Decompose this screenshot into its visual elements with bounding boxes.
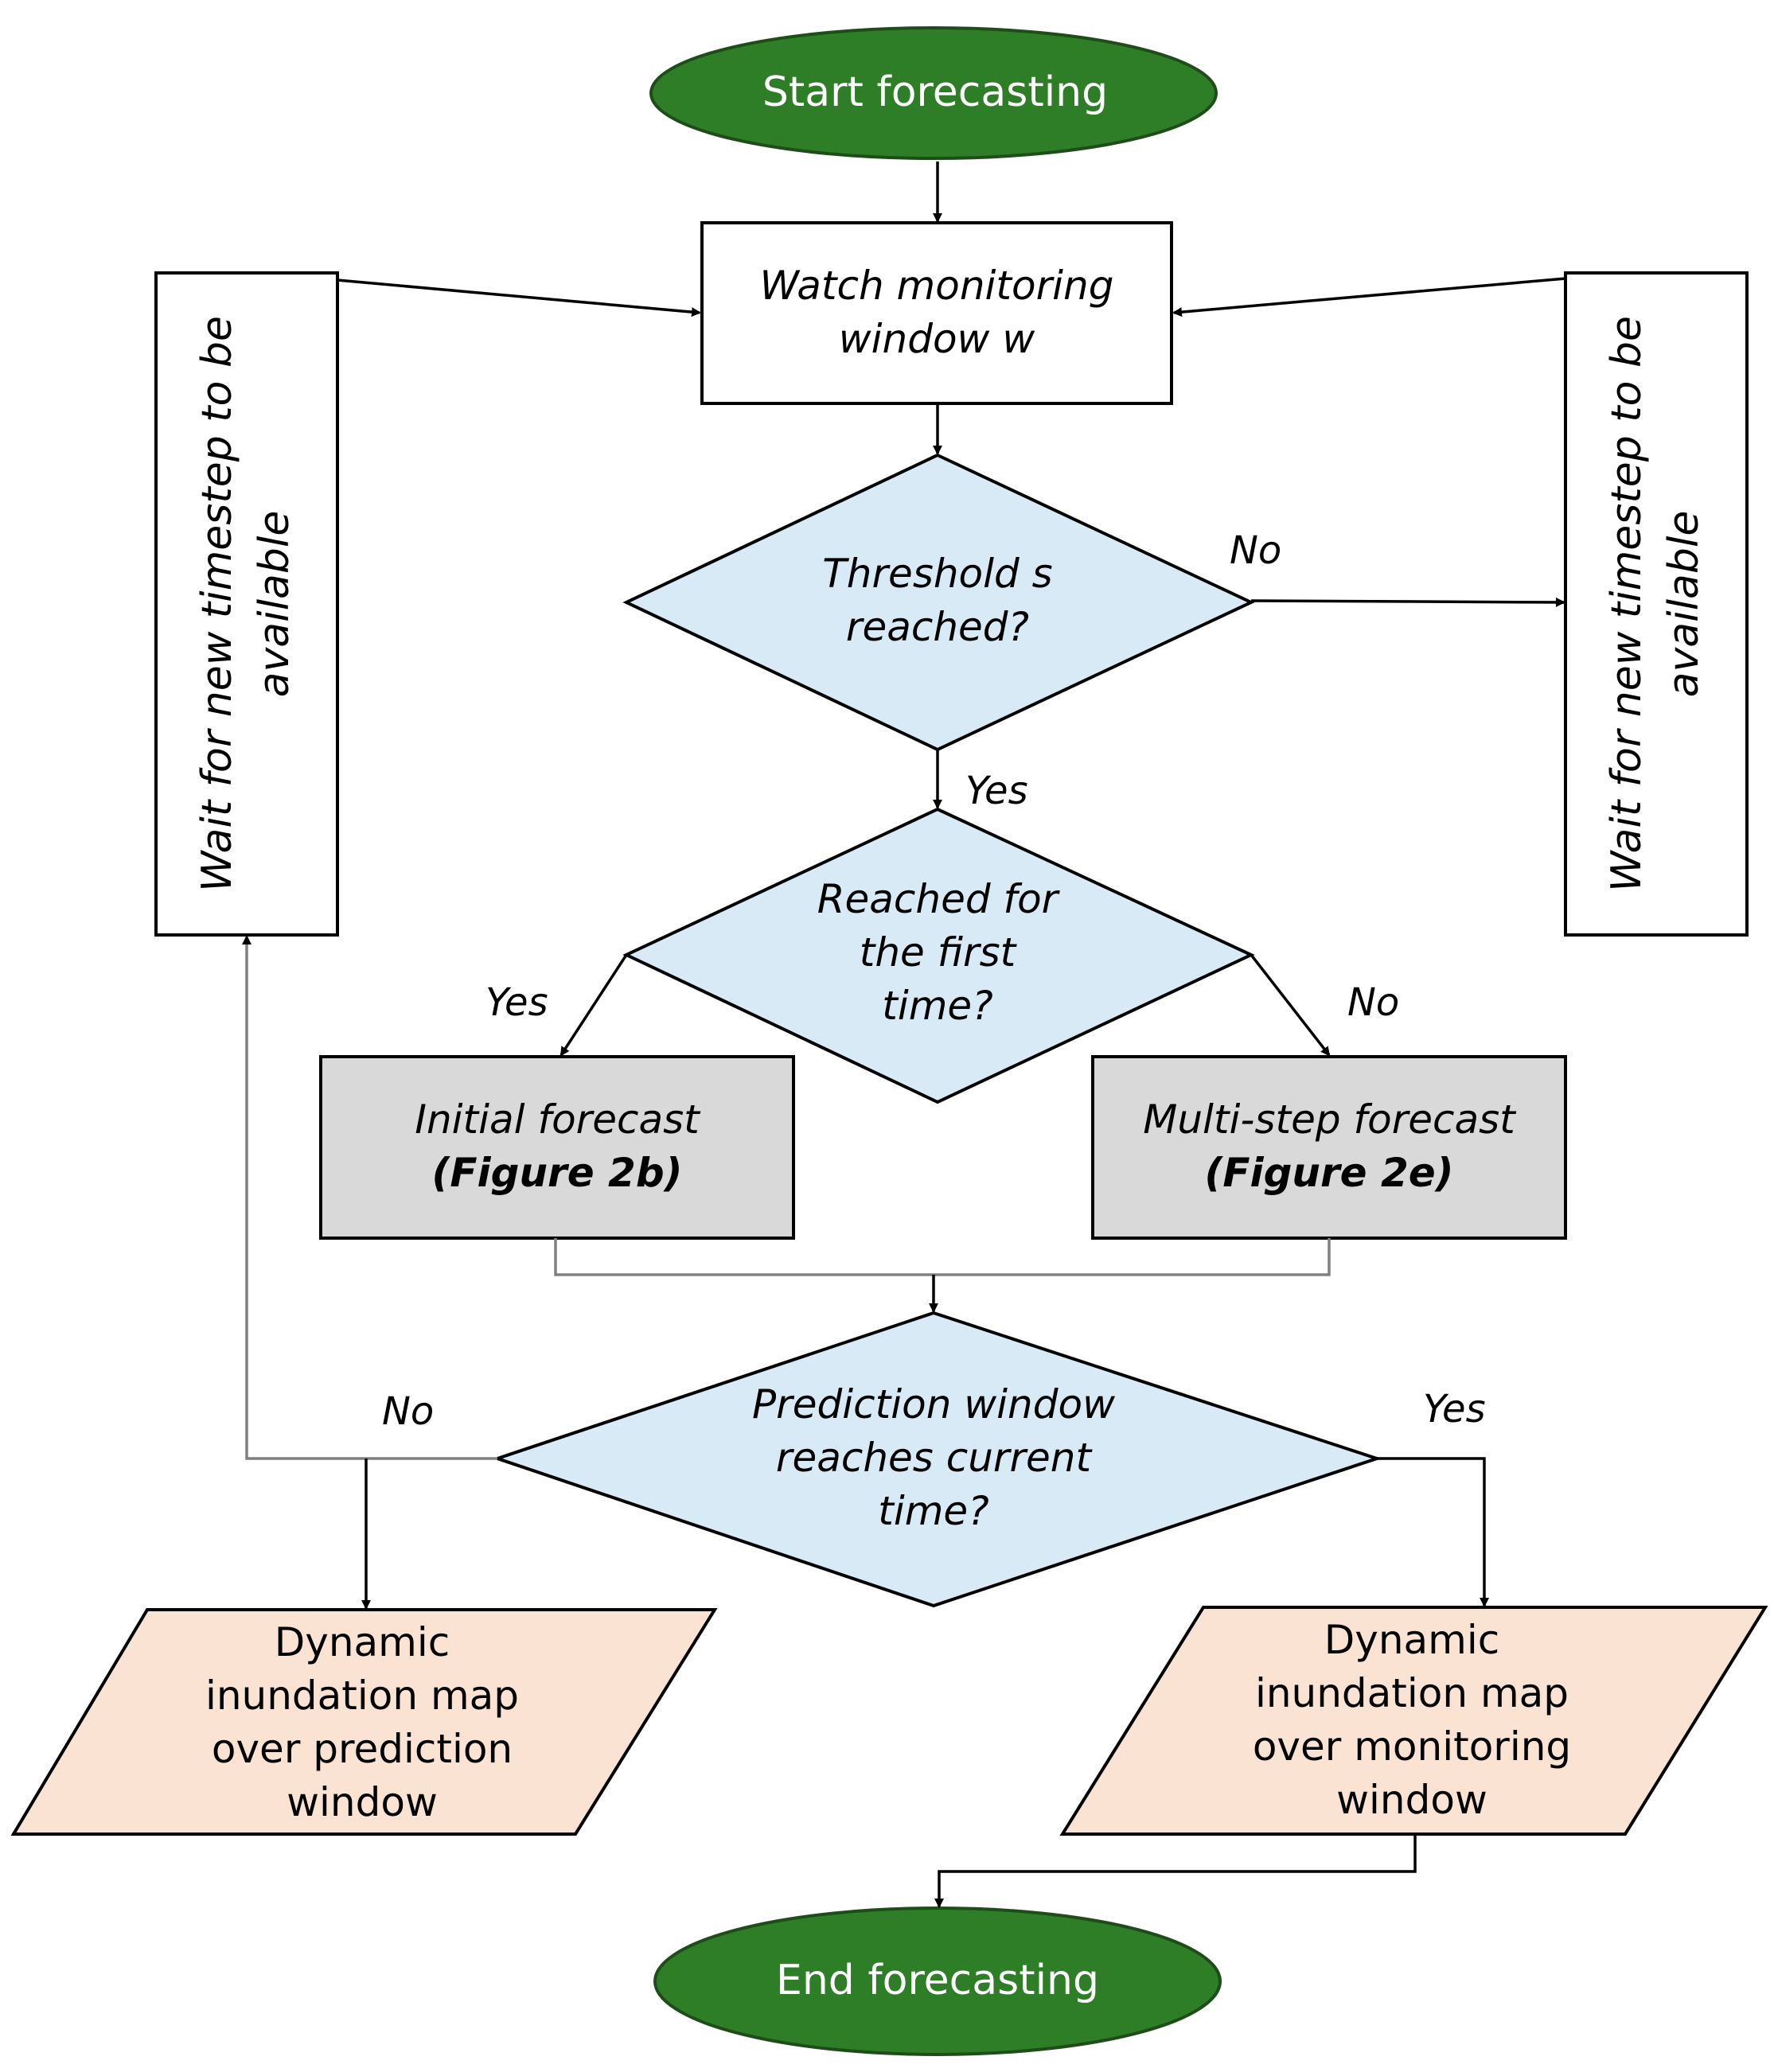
wait-right-label: Wait for new timestep to be available xyxy=(1597,273,1716,935)
edge-first-no-to-multistep xyxy=(1250,953,1331,1057)
edge-label-first-yes: Yes xyxy=(485,980,548,1025)
map-prediction-output-shape xyxy=(10,1608,718,1836)
initial-forecast-label: Initial forecast (Figure 2b) xyxy=(321,1087,793,1206)
edge-label-prediction-yes: Yes xyxy=(1423,1387,1486,1431)
map-prediction-label: Dynamic inundation map over prediction w… xyxy=(123,1603,601,1842)
map-monitoring-line-4: window xyxy=(1336,1777,1487,1823)
start-label: Start forecasting xyxy=(676,61,1194,125)
edge-label-prediction-no: No xyxy=(382,1389,435,1434)
edge-threshold-no-to-wait-right xyxy=(1250,597,1565,607)
first-time-line-2: the first xyxy=(859,929,1016,976)
start-text: Start forecasting xyxy=(762,68,1109,117)
map-prediction-line-2: inundation map xyxy=(205,1673,520,1719)
wait-left-label: Wait for new timestep to be available xyxy=(187,273,306,935)
multistep-line-2: (Figure 2e) xyxy=(1204,1150,1454,1196)
multistep-forecast-box xyxy=(1091,1055,1567,1240)
start-terminal-shape xyxy=(649,26,1218,160)
watch-line-1: Watch monitoring xyxy=(759,263,1114,309)
map-prediction-line-1: Dynamic xyxy=(274,1619,450,1665)
edge-label-first-no: No xyxy=(1347,980,1400,1025)
prediction-line-2: reaches current xyxy=(775,1435,1092,1481)
map-monitoring-label: Dynamic inundation map over monitoring w… xyxy=(1173,1601,1651,1840)
wait-right-line-1: Wait for new timestep to be xyxy=(1603,315,1651,893)
wait-right-box xyxy=(1564,271,1749,937)
wait-right-line-2: available xyxy=(1660,510,1708,698)
first-time-decision-shape xyxy=(622,807,1255,1104)
prediction-decision-shape xyxy=(492,1311,1382,1608)
map-prediction-line-4: window xyxy=(287,1779,438,1825)
edge-label-threshold-no: No xyxy=(1230,528,1282,573)
first-time-line-3: time? xyxy=(882,983,993,1029)
wait-left-box xyxy=(154,271,339,937)
edge-map-monitoring-to-end xyxy=(934,1834,1417,1908)
prediction-line-1: Prediction window xyxy=(752,1381,1115,1427)
edge-forecasts-merge xyxy=(554,1238,1331,1276)
map-monitoring-line-1: Dynamic xyxy=(1324,1617,1500,1663)
map-monitoring-output-shape xyxy=(1059,1606,1768,1836)
prediction-label: Prediction window reaches current time? xyxy=(695,1369,1172,1548)
first-time-label: Reached for the first time? xyxy=(739,863,1137,1042)
map-monitoring-line-3: over monitoring xyxy=(1252,1723,1572,1770)
watch-label: Watch monitoring window w xyxy=(702,253,1172,372)
watch-window-box xyxy=(700,221,1173,405)
end-terminal-shape xyxy=(653,1906,1222,2056)
multistep-forecast-label: Multi-step forecast (Figure 2e) xyxy=(1093,1087,1565,1206)
edge-prediction-no-to-wait-left xyxy=(242,935,497,1460)
map-monitoring-line-2: inundation map xyxy=(1254,1670,1569,1716)
initial-line-2: (Figure 2b) xyxy=(431,1150,683,1196)
threshold-line-1: Threshold s xyxy=(822,551,1053,597)
watch-line-2: window w xyxy=(838,316,1035,362)
edge-first-yes-to-initial xyxy=(559,954,628,1057)
edge-wait-right-to-watch xyxy=(1172,277,1566,317)
edge-wait-left-to-watch xyxy=(337,278,701,317)
initial-forecast-box xyxy=(319,1055,795,1240)
threshold-line-2: reached? xyxy=(845,604,1030,650)
edge-label-threshold-yes: Yes xyxy=(965,769,1028,813)
first-time-line-1: Reached for xyxy=(817,876,1059,922)
wait-left-line-1: Wait for new timestep to be xyxy=(193,315,242,893)
prediction-line-3: time? xyxy=(878,1488,989,1534)
threshold-label: Threshold s reached? xyxy=(739,541,1137,660)
end-label: End forecasting xyxy=(679,1949,1196,2013)
edge-prediction-yes-to-map-monitoring xyxy=(1377,1457,1489,1607)
map-prediction-line-3: over prediction xyxy=(211,1726,513,1772)
initial-line-1: Initial forecast xyxy=(415,1096,700,1143)
multistep-line-1: Multi-step forecast xyxy=(1143,1096,1515,1143)
end-text: End forecasting xyxy=(775,1957,1100,2005)
wait-left-line-2: available xyxy=(251,510,298,698)
